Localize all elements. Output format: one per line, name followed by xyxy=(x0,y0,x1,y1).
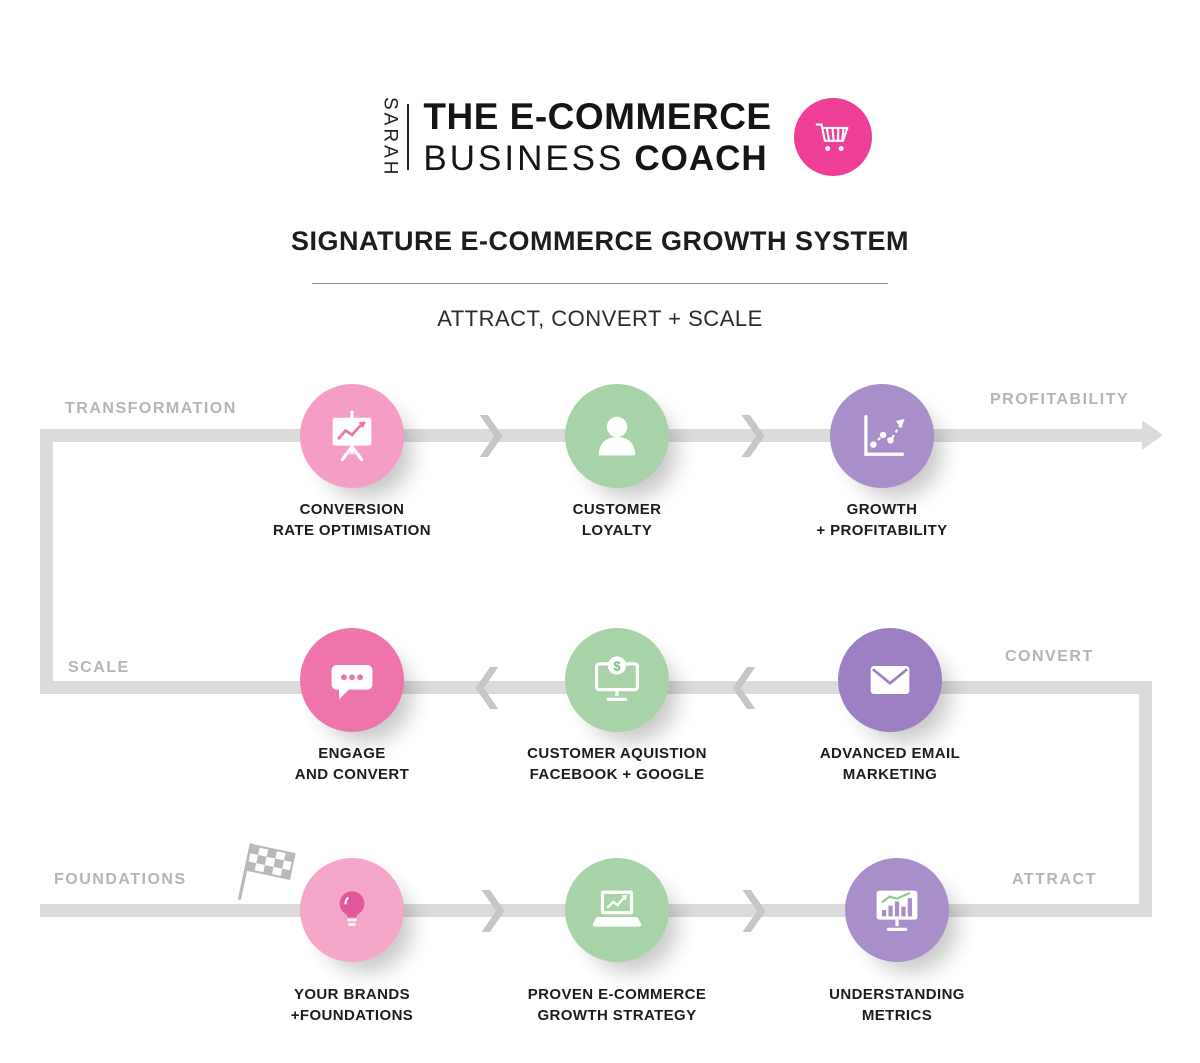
flow-line-right-vertical xyxy=(1139,681,1152,917)
caption-line-1: ADVANCED EMAIL xyxy=(819,745,961,762)
monitor-dollar-icon: $ xyxy=(565,628,669,732)
node-proven-growth-strategy: PROVEN E-COMMERCE GROWTH STRATEGY xyxy=(467,858,767,1027)
laptop-chart-icon xyxy=(565,858,669,962)
node-conversion-rate-optimisation: CONVERSION RATE OPTIMISATION xyxy=(202,384,502,542)
flow-arrowhead-icon xyxy=(1142,420,1163,450)
caption-line-2: FACEBOOK + GOOGLE xyxy=(529,766,705,784)
caption-line-1: PROVEN E-COMMERCE xyxy=(527,986,707,1003)
node-customer-loyalty: CUSTOMER LOYALTY xyxy=(467,384,767,542)
caption-line-1: CUSTOMER AQUISTION xyxy=(527,745,707,762)
node-caption: CONVERSION RATE OPTIMISATION xyxy=(273,499,431,542)
node-growth-profitability: GROWTH + PROFITABILITY xyxy=(732,384,1032,542)
stage-label-transformation: TRANSFORMATION xyxy=(65,400,237,417)
caption-line-1: GROWTH xyxy=(846,501,918,518)
node-caption: ADVANCED EMAIL MARKETING xyxy=(820,743,960,786)
caption-line-2: AND CONVERT xyxy=(294,766,410,784)
caption-line-1: UNDERSTANDING xyxy=(829,986,965,1003)
caption-line-1: CONVERSION xyxy=(299,501,405,518)
caption-line-2: METRICS xyxy=(861,1007,933,1025)
caption-line-1: YOUR BRANDS xyxy=(293,986,411,1003)
stage-label-attract: ATTRACT xyxy=(1012,871,1097,888)
caption-line-2: MARKETING xyxy=(842,766,938,784)
node-caption: UNDERSTANDING METRICS xyxy=(829,984,965,1027)
flow-line-left-vertical xyxy=(40,429,53,694)
caption-line-2: GROWTH STRATEGY xyxy=(537,1007,697,1025)
node-your-brands-foundations: YOUR BRANDS +FOUNDATIONS xyxy=(202,858,502,1027)
node-caption: CUSTOMER LOYALTY xyxy=(573,499,662,542)
stage-label-foundations: FOUNDATIONS xyxy=(54,871,187,888)
presentation-chart-icon xyxy=(300,384,404,488)
envelope-icon xyxy=(838,628,942,732)
customer-icon xyxy=(565,384,669,488)
caption-line-1: CUSTOMER xyxy=(572,501,662,518)
caption-line-2: +FOUNDATIONS xyxy=(290,1007,414,1025)
brand-divider xyxy=(407,104,410,171)
node-caption: CUSTOMER AQUISTION FACEBOOK + GOOGLE xyxy=(527,743,707,786)
page-title: SIGNATURE E-COMMERCE GROWTH SYSTEM xyxy=(290,226,909,256)
stage-label-profitability: PROFITABILITY xyxy=(990,391,1130,408)
shopping-cart-icon xyxy=(793,98,872,177)
checkered-flag-icon xyxy=(228,838,304,914)
brand-title-coach: COACH xyxy=(634,138,768,178)
title-divider xyxy=(312,283,888,284)
node-engage-and-convert: ENGAGE AND CONVERT xyxy=(202,628,502,786)
stage-label-convert: CONVERT xyxy=(1005,648,1094,665)
caption-line-1: ENGAGE xyxy=(318,745,386,762)
caption-line-2: LOYALTY xyxy=(581,522,653,540)
node-caption: ENGAGE AND CONVERT xyxy=(295,743,409,786)
dollar-glyph: $ xyxy=(613,658,620,673)
flow-chevron-left-icon xyxy=(473,667,503,709)
node-caption: PROVEN E-COMMERCE GROWTH STRATEGY xyxy=(528,984,706,1027)
flow-chevron-right-icon xyxy=(477,890,507,932)
metrics-monitor-icon xyxy=(845,858,949,962)
caption-line-2: RATE OPTIMISATION xyxy=(273,522,431,540)
flow-chevron-right-icon xyxy=(737,415,767,457)
node-advanced-email-marketing: ADVANCED EMAIL MARKETING xyxy=(740,628,1040,786)
brand-name-vertical: SARAH xyxy=(379,97,401,178)
brand-title-line1: THE E-COMMERCE xyxy=(423,96,772,137)
caption-line-2: + PROFITABILITY xyxy=(816,522,948,540)
flow-chevron-right-icon xyxy=(475,415,505,457)
page-subtitle: ATTRACT, CONVERT + SCALE xyxy=(437,306,763,331)
chat-bubble-icon xyxy=(300,628,404,732)
flow-chevron-left-icon xyxy=(730,667,760,709)
node-caption: GROWTH + PROFITABILITY xyxy=(816,499,947,542)
node-caption: YOUR BRANDS +FOUNDATIONS xyxy=(291,984,413,1027)
growth-chart-icon xyxy=(830,384,934,488)
node-customer-acquisition: $ CUSTOMER AQUISTION FACEBOOK + GOOGLE xyxy=(467,628,767,786)
flow-chevron-right-icon xyxy=(738,890,768,932)
node-understanding-metrics: UNDERSTANDING METRICS xyxy=(747,858,1047,1027)
lightbulb-icon xyxy=(300,858,404,962)
brand-title-business: BUSINESS xyxy=(423,138,625,178)
stage-label-scale: SCALE xyxy=(68,659,130,676)
